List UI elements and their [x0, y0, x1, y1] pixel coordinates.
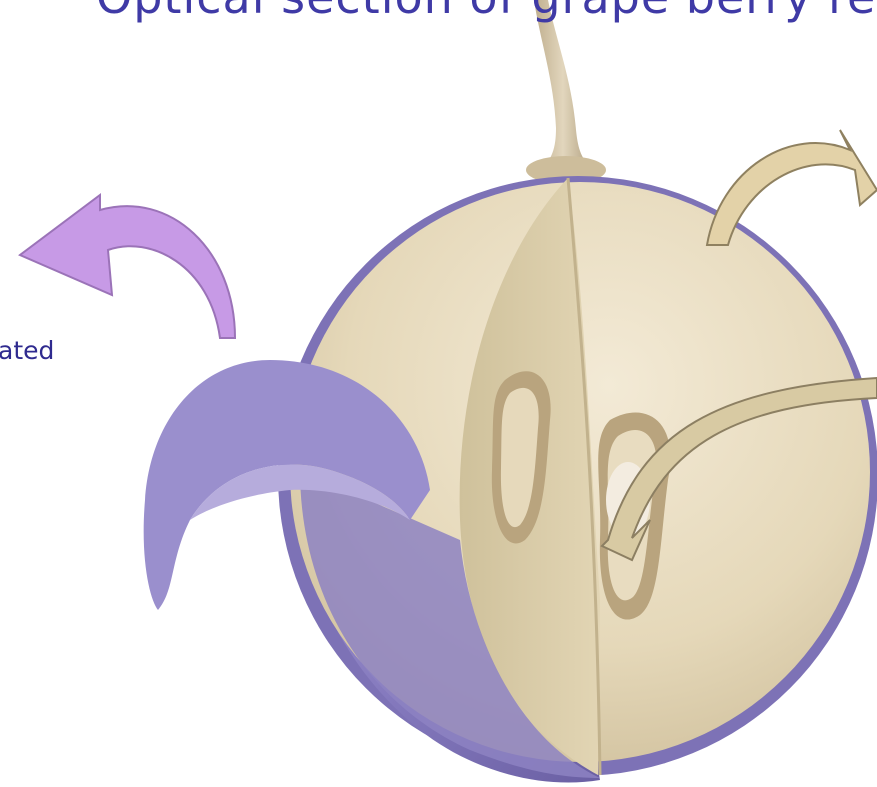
stem	[534, 0, 592, 170]
peeled-skin-label: ated	[0, 336, 54, 365]
top-right-arrow	[707, 130, 877, 245]
diagram-title: Optical section of grape berry re	[96, 0, 876, 24]
left-arrow	[20, 195, 235, 338]
